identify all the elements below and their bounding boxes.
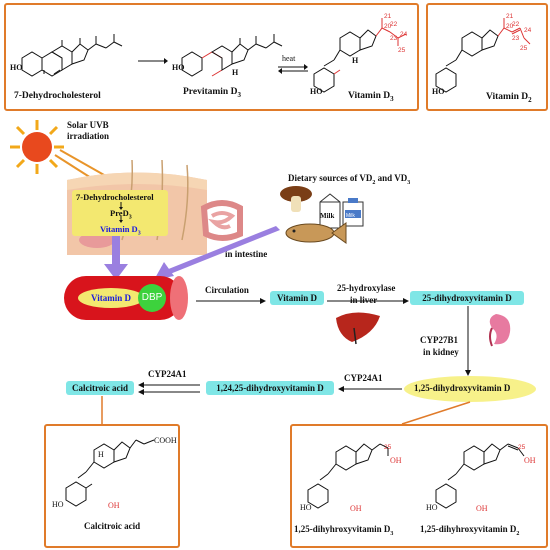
mushroom-icon bbox=[280, 186, 312, 212]
arrow-circulation bbox=[196, 298, 266, 304]
arrow-25-hydroxylase bbox=[327, 298, 409, 304]
vitamin-d3-structure: 21 20 22 23 24 25 bbox=[313, 13, 408, 93]
skin-line-7dhc: 7-Dehydrocholesterol bbox=[76, 192, 154, 202]
node-vitamin-d: Vitamin D bbox=[270, 291, 324, 305]
skin-arrows bbox=[119, 202, 123, 223]
7-dehydrocholesterol-structure bbox=[21, 34, 123, 77]
svg-text:23: 23 bbox=[512, 35, 520, 42]
vitamin-d2-structure: 21 20 22 23 24 25 bbox=[435, 13, 532, 93]
carbon-22: 22 bbox=[390, 21, 398, 28]
node-1-25-text: 1,25-dihydroxyvitamin D bbox=[414, 383, 511, 393]
svg-text:22: 22 bbox=[512, 21, 520, 28]
vitamin-d-oval: Vitamin D bbox=[78, 288, 144, 308]
label-1-25-d3: 1,25-dihyhroxyvitamin D3 bbox=[294, 524, 394, 537]
milk-box-icon bbox=[342, 198, 364, 227]
svg-text:24: 24 bbox=[524, 27, 532, 34]
calcitroic-acid-panel bbox=[44, 424, 180, 548]
purple-arrow-skin bbox=[104, 236, 128, 280]
skin-text-box bbox=[72, 190, 168, 236]
equilibrium-arrow bbox=[278, 64, 308, 74]
compound-label-previtamin: Previtamin D3 bbox=[183, 87, 241, 99]
vessel-end bbox=[170, 276, 188, 320]
vitamin-d2-panel bbox=[426, 3, 548, 111]
intestine-label: in intestine bbox=[225, 249, 268, 259]
skin-line-pred3: PreD3 bbox=[110, 208, 132, 221]
milk-label-2: Milk bbox=[346, 213, 355, 219]
carbon-21: 21 bbox=[384, 13, 392, 20]
purple-arrow-diet bbox=[154, 226, 280, 280]
ho-label: HO bbox=[52, 500, 64, 509]
compound-label-vitamin-d2: Vitamin D2 bbox=[486, 92, 532, 104]
heat-label: heat bbox=[282, 54, 296, 63]
intestine-icon bbox=[200, 200, 243, 241]
oh-25-d2: OH bbox=[524, 456, 536, 465]
node-calcitroic-acid: Calcitroic acid bbox=[66, 381, 134, 395]
label-1-25-d2: 1,25-dihyhroxyvitamin D2 bbox=[420, 524, 520, 537]
calcitroic-acid-structure bbox=[65, 439, 155, 507]
node-1-24-25: 1,24,25-dihydroxyvitamin D bbox=[206, 381, 334, 395]
enzyme-cyp27b1: CYP27B1 bbox=[420, 335, 458, 345]
svg-text:21: 21 bbox=[506, 13, 514, 20]
dietary-title: Dietary sources of VD2 and VD3 bbox=[288, 173, 411, 186]
dbp-circle: DBP bbox=[138, 284, 166, 312]
h-label: H bbox=[98, 450, 104, 459]
oh-1-d3: OH bbox=[350, 504, 362, 513]
1-25-d3-structure bbox=[307, 443, 389, 509]
carbon-25: 25 bbox=[398, 47, 406, 54]
calcitroic-label: Calcitroic acid bbox=[84, 521, 141, 531]
oh-25-d3: OH bbox=[390, 456, 402, 465]
top-reaction-panel bbox=[4, 3, 419, 111]
enzyme-25-loc: in liver bbox=[350, 295, 378, 305]
ho-label: HO bbox=[10, 63, 23, 72]
svg-text:25: 25 bbox=[520, 45, 528, 52]
arrow-cyp24a1-2 bbox=[138, 382, 200, 395]
carbon-25-d3: 25 bbox=[384, 444, 392, 451]
milk-carton-icon bbox=[319, 193, 341, 229]
liver-icon bbox=[336, 312, 380, 345]
1-25-d2-structure bbox=[435, 443, 525, 509]
carbon-24: 24 bbox=[400, 31, 408, 38]
ho-label: HO bbox=[432, 87, 445, 96]
sun-icon bbox=[10, 120, 64, 174]
carbon-23: 23 bbox=[390, 35, 398, 42]
sun-text-1: Solar UVB bbox=[67, 120, 109, 130]
skin-line-vitd3: Vitamin D3 bbox=[100, 224, 141, 237]
enzyme-cyp24a1-1: CYP24A1 bbox=[344, 373, 383, 383]
oh-1-d2: OH bbox=[476, 504, 488, 513]
ho-label: HO bbox=[172, 63, 185, 72]
carbon-25-d2: 25 bbox=[518, 444, 526, 451]
dihydroxy-panel bbox=[290, 424, 548, 548]
sun-text-2: irradiation bbox=[67, 131, 109, 141]
ho-d2: HO bbox=[426, 503, 438, 512]
enzyme-25-hydroxylase: 25-hydroxylase bbox=[337, 283, 396, 293]
previtamin-d3-structure bbox=[181, 34, 283, 77]
node-25-dihydroxyvitamin-d: 25-dihydroxyvitamin D bbox=[410, 291, 524, 305]
compound-label-7dhc: 7-Dehydrocholesterol bbox=[14, 91, 101, 101]
arrow-cyp24a1-1 bbox=[338, 386, 402, 392]
node-1-25-dihydroxyvitamin-d bbox=[404, 376, 536, 402]
h-label: H bbox=[352, 56, 359, 65]
enzyme-cyp27b1-loc: in kidney bbox=[423, 347, 459, 357]
enzyme-cyp24a1-2: CYP24A1 bbox=[148, 369, 187, 379]
fish-icon bbox=[285, 222, 347, 244]
arrow-cyp27b1 bbox=[465, 306, 471, 376]
reaction-arrow-1 bbox=[138, 58, 168, 64]
compound-label-vitamin-d3: Vitamin D3 bbox=[348, 91, 394, 103]
ho-d3: HO bbox=[300, 503, 312, 512]
cooh-label: COOH bbox=[154, 436, 177, 445]
carbon-20: 20 bbox=[384, 23, 392, 30]
circulation-label: Circulation bbox=[205, 285, 249, 295]
svg-text:20: 20 bbox=[506, 23, 514, 30]
kidney-icon bbox=[489, 314, 511, 347]
h-label: H bbox=[232, 68, 239, 77]
oh-label: OH bbox=[108, 501, 120, 510]
ho-label: HO bbox=[310, 87, 323, 96]
milk-label-1: Milk bbox=[320, 212, 335, 220]
